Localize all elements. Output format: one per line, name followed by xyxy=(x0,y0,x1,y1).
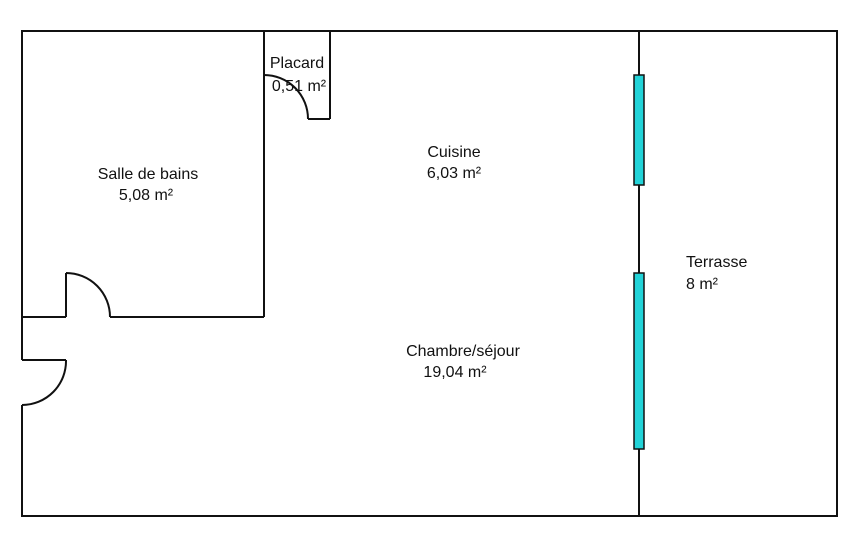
salle-de-bains-area: 5,08 m² xyxy=(119,187,174,204)
chambre-sejour-name: Chambre/séjour xyxy=(406,343,521,360)
placard-door xyxy=(263,74,330,120)
outer-wall xyxy=(21,30,838,517)
chambre-sejour-area: 19,04 m² xyxy=(423,364,487,381)
window-lower xyxy=(633,272,645,450)
cuisine-name: Cuisine xyxy=(427,144,480,161)
terrasse-name: Terrasse xyxy=(686,254,747,271)
salle-de-bains-name: Salle de bains xyxy=(98,166,199,183)
placard-name: Placard xyxy=(270,55,324,72)
window-upper xyxy=(633,74,645,186)
terrasse-area: 8 m² xyxy=(686,276,719,293)
cuisine-area: 6,03 m² xyxy=(427,165,482,182)
bathroom-door xyxy=(65,272,111,318)
placard-area: 0,51 m² xyxy=(272,78,327,95)
entrance-door xyxy=(20,359,68,406)
